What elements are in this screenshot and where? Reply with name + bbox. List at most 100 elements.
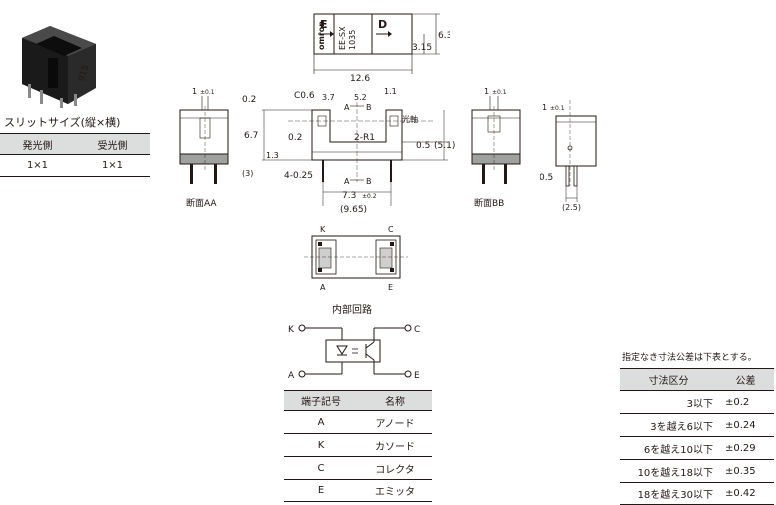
- terminal-symbol: E: [284, 479, 358, 502]
- tolerance-table: 寸法区分 公差 3以下 ±0.2 3を越え6以下 ±0.24 6を越え10以下 …: [620, 368, 774, 505]
- circuit-label-k: K: [288, 325, 295, 335]
- front-overall: (9.65): [340, 205, 367, 215]
- phototransistor-icon: [365, 341, 375, 361]
- circuit-label-e: E: [414, 371, 420, 381]
- top-view-width-dim: 12.6: [350, 74, 370, 84]
- circuit-title: 内部回路: [332, 305, 372, 316]
- slit-emitter-value: 1×1: [0, 154, 75, 177]
- front-pitch-tol: ±0.2: [362, 193, 377, 200]
- terminal-table: 端子記号 名称 A アノード K カソード C コレクタ E エミッタ: [284, 390, 432, 502]
- side-pitch: (2.5): [562, 203, 581, 212]
- front-cut-b-bottom: B: [366, 177, 372, 186]
- bottom-label-e: E: [388, 283, 393, 292]
- bottom-label-k: K: [320, 225, 326, 234]
- section-aa-tol: ±0.1: [200, 89, 215, 96]
- terminal-symbol: C: [284, 456, 358, 480]
- top-view-model-2: 1035: [348, 30, 357, 50]
- tolerance-range: 3を越え6以下: [620, 413, 718, 437]
- front-dim-02-top: 0.2: [242, 95, 256, 105]
- tolerance-value: ±0.2: [717, 390, 774, 414]
- front-radius: 2-R1: [354, 133, 375, 143]
- slit-receiver-value: 1×1: [75, 154, 150, 177]
- section-aa-dim-1: 1: [192, 87, 197, 96]
- slit-table-caption: スリットサイズ(縦×横): [4, 116, 121, 129]
- table-row: C コレクタ: [284, 456, 432, 480]
- led-icon: [336, 345, 348, 355]
- terminal-symbol: K: [284, 433, 358, 457]
- table-row: A アノード: [284, 410, 432, 434]
- tolerance-caption: 指定なき寸法公差は下表とする。: [622, 353, 757, 363]
- front-dim-11: 1.1: [384, 87, 397, 96]
- table-row: 10を越え18以下 ±0.35: [620, 459, 774, 483]
- side-pins: 4-0.5: [540, 173, 553, 183]
- side-view-drawing: 1 ±0.1 4-0.5 (2.5): [540, 100, 597, 212]
- front-dim-02-mid: 0.2: [288, 133, 302, 143]
- bottom-view-drawing: K C A E: [304, 225, 408, 292]
- bottom-label-a: A: [320, 283, 326, 292]
- tolerance-value: ±0.29: [717, 436, 774, 460]
- table-row: 6を越え10以下 ±0.29: [620, 436, 774, 460]
- slit-size-table: 発光側 受光側 1×1 1×1: [0, 133, 150, 177]
- front-optical-axis: 光軸: [402, 114, 418, 124]
- slit-header-receiver: 受光側: [75, 133, 150, 155]
- top-view-half-height-dim: 3.15: [412, 43, 432, 53]
- terminal-header-symbol: 端子記号: [284, 390, 358, 411]
- front-cut-b-top: B: [366, 103, 372, 112]
- tolerance-header-range: 寸法区分: [620, 368, 718, 391]
- photomicrosensor-photo-icon: [22, 26, 96, 108]
- front-chamfer: C0.6: [294, 91, 315, 101]
- table-row: 3を越え6以下 ±0.24: [620, 413, 774, 437]
- front-view-drawing: 0.2 C0.6 3.7 5.2 1.1 A B 光軸 6.7 0.2 2-R1…: [242, 87, 455, 215]
- front-dim-52: 5.2: [354, 93, 367, 102]
- photo-marking: 915: [77, 64, 91, 83]
- tolerance-range: 10を越え18以下: [620, 459, 718, 483]
- tolerance-value: ±0.24: [717, 413, 774, 437]
- tolerance-value: ±0.42: [717, 482, 774, 505]
- top-view-brand: omron: [317, 21, 326, 50]
- table-row: E エミッタ: [284, 479, 432, 502]
- section-bb-drawing: 1 ±0.1 断面BB: [471, 87, 521, 209]
- front-dim-05: 0.5: [416, 141, 430, 151]
- top-view-drawing: E D omron EE-SX 1035 12.6 6.3 3.15: [313, 13, 450, 84]
- terminal-header-name: 名称: [358, 390, 432, 411]
- tolerance-value: ±0.35: [717, 459, 774, 483]
- table-row: 18を越え30以下 ±0.42: [620, 482, 774, 505]
- section-bb-dim-1: 1: [484, 87, 489, 96]
- tolerance-range: 6を越え10以下: [620, 436, 718, 460]
- front-pins: 4-0.25: [284, 171, 313, 181]
- front-dim-3: (3): [242, 169, 253, 178]
- tolerance-header-tolerance: 公差: [717, 368, 774, 391]
- tolerance-range: 18を越え30以下: [620, 482, 718, 505]
- tolerance-range: 3以下: [620, 390, 718, 414]
- front-cut-a-bottom: A: [344, 177, 350, 186]
- top-view-model-1: EE-SX: [338, 26, 347, 50]
- top-view-letter-e: E: [320, 18, 328, 31]
- section-bb-label: 断面BB: [474, 197, 504, 209]
- terminal-symbol: A: [284, 410, 358, 434]
- internal-circuit-diagram: K A C E: [288, 324, 420, 381]
- bottom-label-c: C: [388, 225, 394, 234]
- front-dim-37: 3.7: [322, 93, 335, 102]
- front-dim-51: (5.1): [434, 141, 455, 151]
- front-pitch: 7.3: [342, 191, 356, 201]
- front-dim-13: 1.3: [266, 151, 279, 160]
- top-view-letter-d: D: [378, 18, 387, 31]
- section-aa-drawing: 1 ±0.1 断面AA: [179, 87, 229, 209]
- side-dim-1: 1: [542, 103, 547, 112]
- terminal-name: カソード: [358, 433, 432, 457]
- slit-header-emitter: 発光側: [0, 133, 75, 155]
- terminal-name: コレクタ: [358, 456, 432, 480]
- terminal-name: エミッタ: [358, 479, 432, 502]
- circuit-label-a: A: [288, 371, 295, 381]
- top-view-height-dim: 6.3: [438, 31, 450, 41]
- front-cut-a-top: A: [344, 103, 350, 112]
- section-aa-label: 断面AA: [186, 197, 217, 209]
- table-row: K カソード: [284, 433, 432, 457]
- table-row: 3以下 ±0.2: [620, 390, 774, 414]
- terminal-name: アノード: [358, 410, 432, 434]
- section-bb-tol: ±0.1: [492, 89, 507, 96]
- circuit-label-c: C: [414, 325, 420, 335]
- front-dim-67: 6.7: [244, 131, 258, 141]
- product-photo: 915: [22, 26, 96, 108]
- side-tol: ±0.1: [550, 105, 565, 112]
